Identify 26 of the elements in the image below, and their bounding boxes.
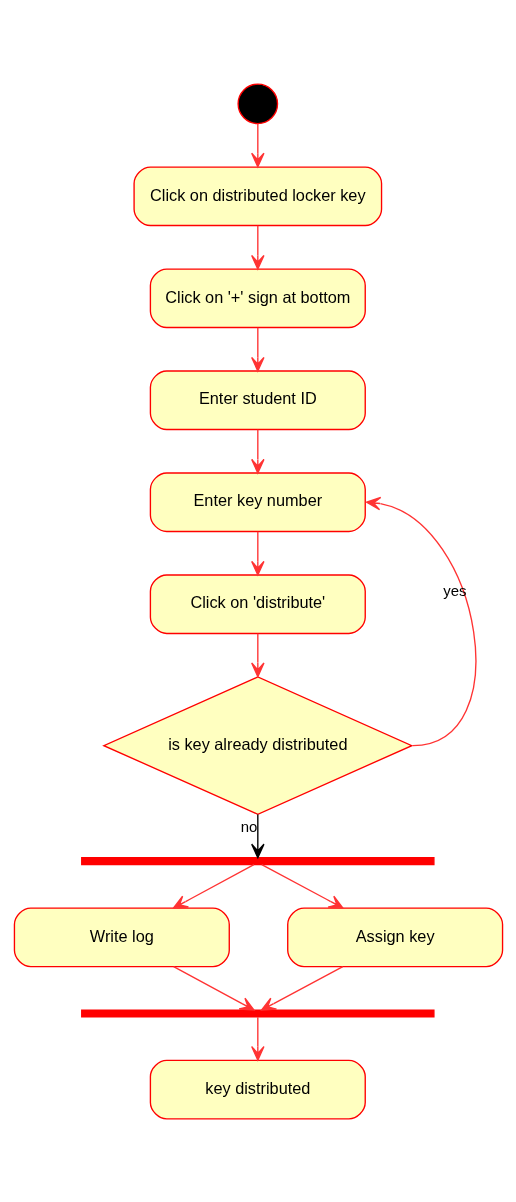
arrow — [250, 122, 265, 167]
node-box: Write log — [13, 906, 230, 967]
arrow — [365, 496, 476, 746]
node-box: Enter key number — [149, 471, 366, 532]
arrow — [172, 965, 255, 1011]
arrow — [250, 326, 265, 372]
node-box: Click on distributed locker key — [132, 165, 382, 226]
arrow — [250, 632, 265, 677]
arrow — [172, 863, 255, 909]
node-box: Click on 'distribute' — [149, 573, 366, 634]
node-box: Assign key — [286, 906, 503, 967]
arrow — [260, 965, 343, 1011]
node-circle — [236, 82, 278, 124]
arrow — [250, 428, 265, 474]
node-box: Click on '+' sign at bottom — [149, 267, 366, 328]
node-bar — [80, 856, 435, 865]
arrow — [250, 224, 265, 270]
node-box: key distributed — [149, 1059, 366, 1120]
node-box: Enter student ID — [149, 369, 366, 430]
arrow — [250, 1016, 265, 1061]
node-diamond: is key already distributed — [101, 675, 413, 815]
arrow — [250, 530, 265, 576]
node-bar — [80, 1008, 435, 1018]
edge-label: no — [240, 817, 257, 835]
arrow — [260, 863, 344, 909]
arrow — [250, 813, 265, 858]
